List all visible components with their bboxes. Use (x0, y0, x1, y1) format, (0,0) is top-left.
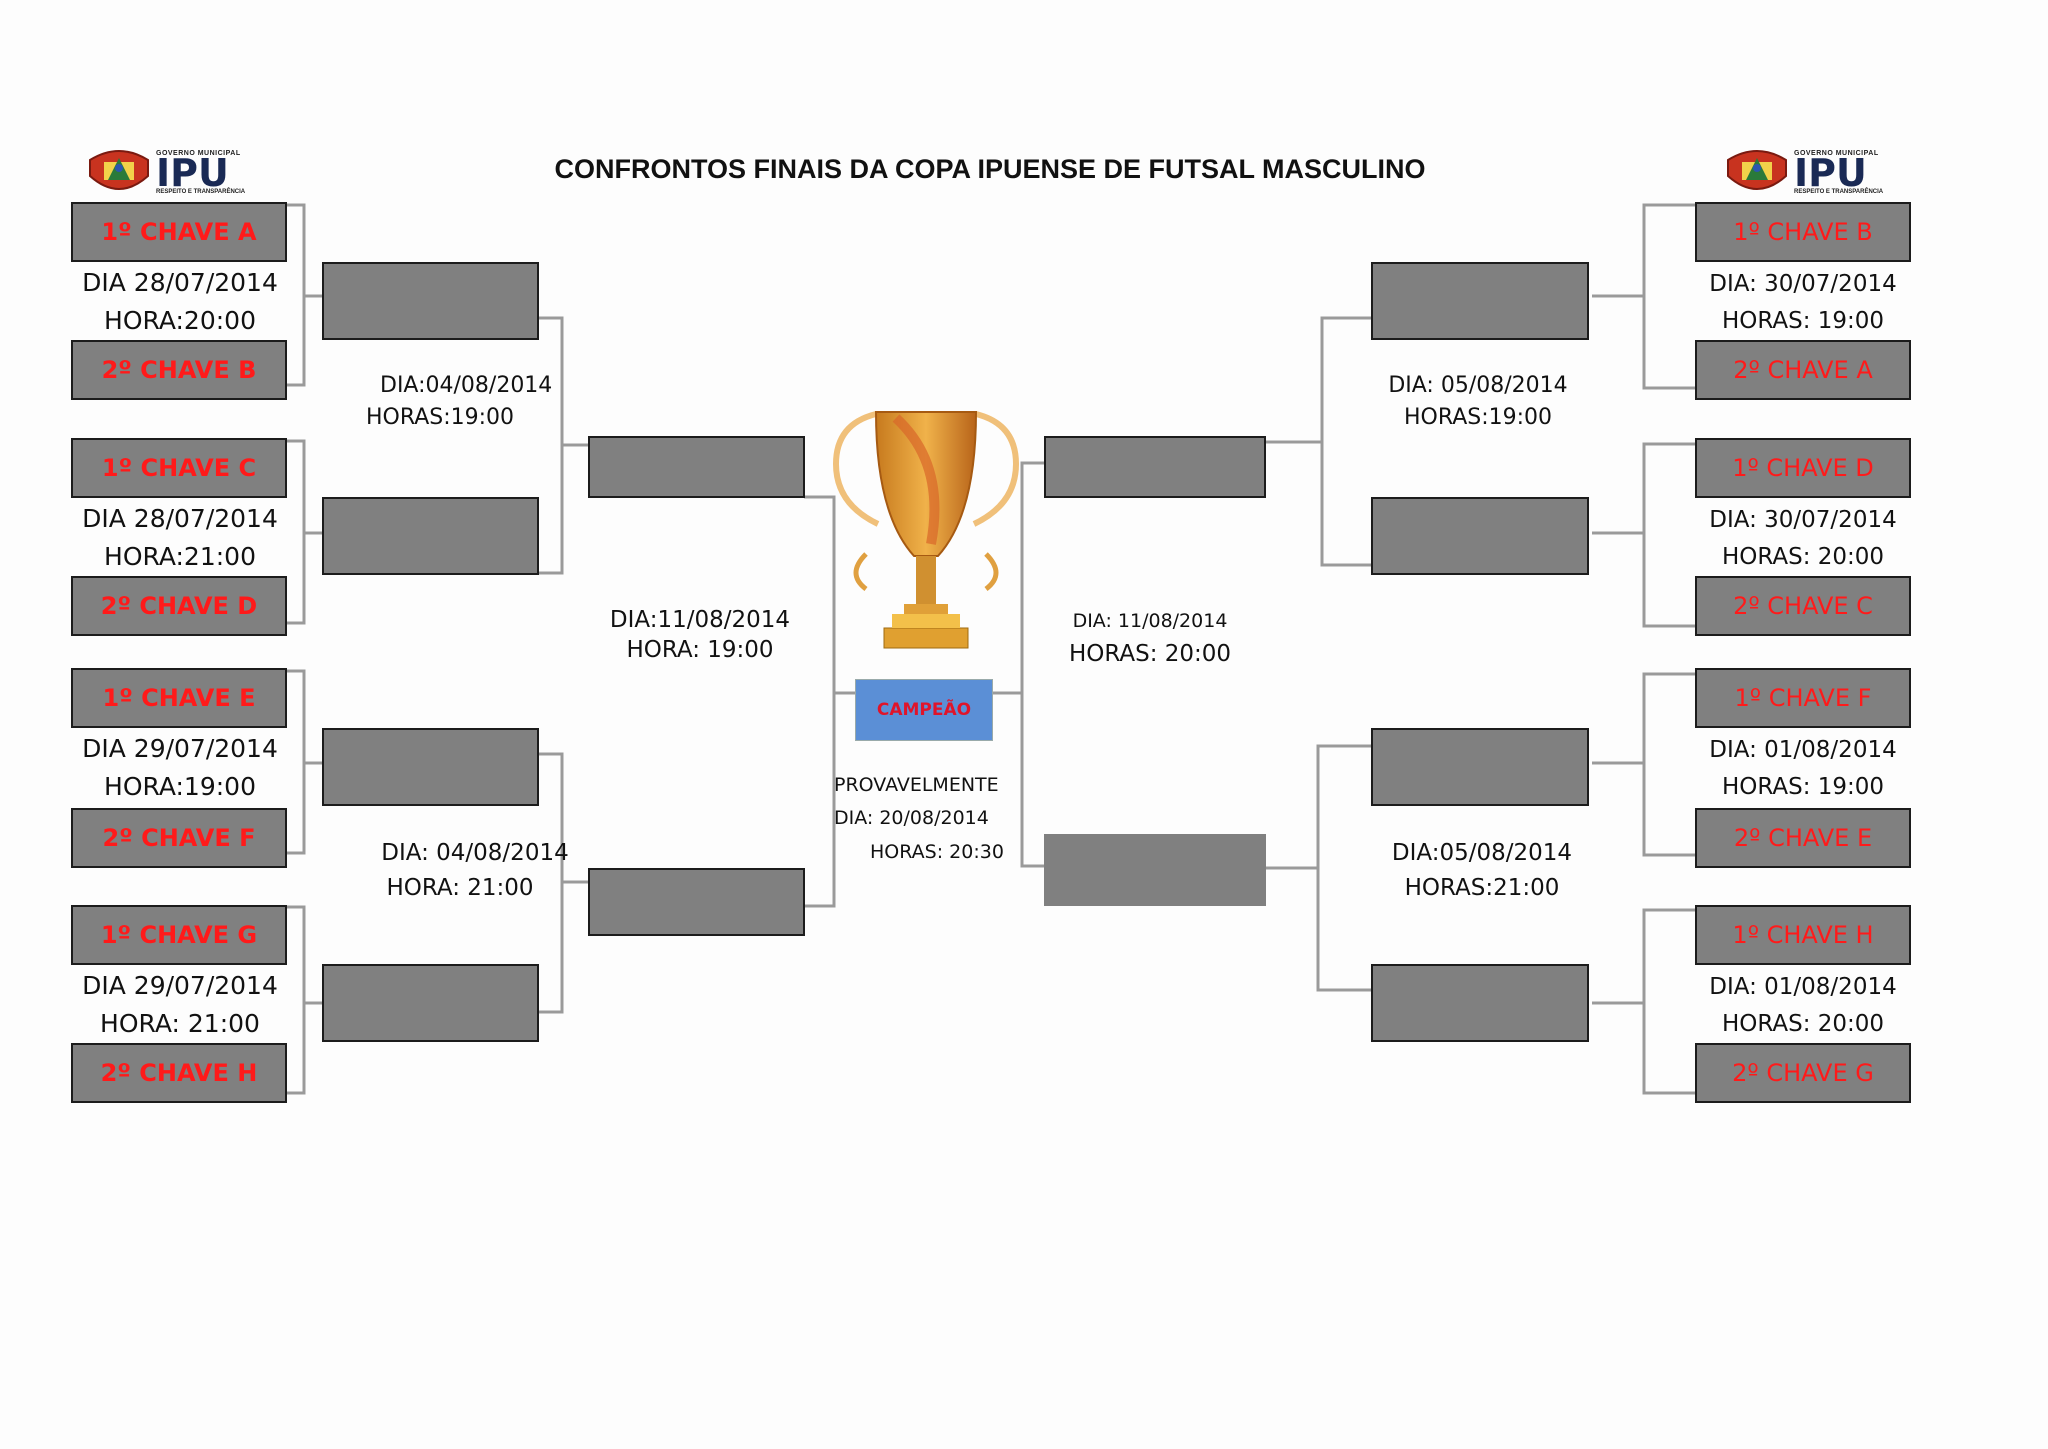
team-slot-left-1-b: 2º CHAVE B (71, 340, 287, 400)
quarter-slot-right-3 (1371, 728, 1589, 806)
match-date: DIA 29/07/2014 (82, 734, 278, 763)
quarter-slot-left-2 (322, 497, 539, 575)
match-time: HORA:20:00 (104, 305, 256, 335)
team-slot-right-3-a: 1º CHAVE F (1695, 668, 1911, 728)
team-slot-right-3-b: 2º CHAVE E (1695, 808, 1911, 868)
logo-right: GOVERNO MUNICIPAL IPU RESPEITO E TRANSPA… (1724, 146, 1883, 198)
coat-of-arms-icon (89, 150, 149, 190)
semi-slot-right-1 (1044, 436, 1266, 498)
semi-slot-left-1 (588, 436, 805, 498)
semi-slot-right-2 (1044, 834, 1266, 906)
semi-info-left: DIA:11/08/2014 HORA: 19:00 (590, 606, 810, 666)
match-date: DIA 28/07/2014 (82, 504, 278, 533)
semi-slot-left-2 (588, 868, 805, 936)
match-date: DIA: 11/08/2014 (1072, 610, 1228, 632)
quarter-slot-left-1 (322, 262, 539, 340)
team-slot-right-2-b: 2º CHAVE C (1695, 576, 1911, 636)
logo-name-text: IPU (156, 150, 229, 195)
match-date: DIA: 01/08/2014 (1709, 737, 1897, 763)
team-slot-right-4-a: 1º CHAVE H (1695, 905, 1911, 965)
match-date: DIA:11/08/2014 (609, 607, 791, 633)
champion-box: CAMPEÃO (855, 679, 993, 741)
team-slot-right-1-a: 1º CHAVE B (1695, 202, 1911, 262)
match-date: DIA: 01/08/2014 (1709, 974, 1897, 1000)
quarter-info-right-bottom: DIA:05/08/2014 HORAS:21:00 (1372, 836, 1592, 905)
trophy-icon (832, 411, 1020, 649)
team-slot-left-4-b: 2º CHAVE H (71, 1043, 287, 1103)
match-date: DIA: 30/07/2014 (1709, 507, 1897, 533)
quarter-slot-right-2 (1371, 497, 1589, 575)
match-time: HORAS: 20:00 (1068, 641, 1232, 668)
logo-gov-text: GOVERNO MUNICIPAL (156, 149, 241, 157)
match-date: DIA 28/07/2014 (82, 268, 278, 297)
logo-left: GOVERNO MUNICIPAL IPU RESPEITO E TRANSPA… (86, 146, 245, 198)
semi-info-right: DIA: 11/08/2014 HORAS: 20:00 (1050, 606, 1250, 673)
team-slot-left-2-a: 1º CHAVE C (71, 438, 287, 498)
quarter-slot-left-3 (322, 728, 539, 806)
logo-name-text: IPU (1794, 150, 1867, 195)
logo-slogan-text: RESPEITO E TRANSPARÊNCIA (1794, 188, 1884, 195)
match-info-right-2: DIA: 30/07/2014 HORAS: 20:00 (1690, 502, 1916, 576)
final-date: DIA: 20/08/2014 (834, 807, 989, 830)
match-time: HORAS:19:00 (1403, 404, 1553, 430)
quarter-info-left-top: DIA:04/08/2014 HORAS:19:00 (340, 370, 553, 434)
team-slot-left-3-b: 2º CHAVE F (71, 808, 287, 868)
match-date: DIA:05/08/2014 (1391, 840, 1573, 866)
match-date: DIA: 05/08/2014 (1388, 373, 1568, 398)
match-info-left-3: DIA 29/07/2014 HORA:19:00 (70, 730, 290, 805)
team-slot-left-4-a: 1º CHAVE G (71, 905, 287, 965)
match-info-left-4: DIA 29/07/2014 HORA: 21:00 (70, 967, 290, 1042)
match-time: HORAS: 19:00 (1721, 773, 1885, 800)
final-note: PROVAVELMENTE (834, 774, 999, 796)
team-slot-left-3-a: 1º CHAVE E (71, 668, 287, 728)
final-info: PROVAVELMENTE DIA: 20/08/2014 HORAS: 20:… (834, 769, 1024, 869)
match-time: HORA: 19:00 (626, 636, 774, 663)
match-time: HORAS: 19:00 (1721, 307, 1885, 334)
quarter-info-right-top: DIA: 05/08/2014 HORAS:19:00 (1368, 370, 1588, 434)
match-info-left-1: DIA 28/07/2014 HORA:20:00 (70, 264, 290, 339)
quarter-info-left-bottom: DIA: 04/08/2014 HORA: 21:00 (345, 836, 575, 905)
match-date: DIA:04/08/2014 (380, 373, 553, 398)
final-time: HORAS: 20:30 (870, 840, 1004, 863)
match-time: HORAS:21:00 (1404, 874, 1560, 901)
quarter-slot-left-4 (322, 964, 539, 1042)
match-info-right-4: DIA: 01/08/2014 HORAS: 20:00 (1690, 969, 1916, 1043)
match-info-right-3: DIA: 01/08/2014 HORAS: 19:00 (1690, 732, 1916, 806)
coat-of-arms-icon (1727, 150, 1787, 190)
match-time: HORA:21:00 (104, 541, 256, 571)
match-time: HORAS: 20:00 (1721, 543, 1885, 570)
match-time: HORA:19:00 (104, 771, 256, 801)
match-info-right-1: DIA: 30/07/2014 HORAS: 19:00 (1690, 266, 1916, 340)
page-title: CONFRONTOS FINAIS DA COPA IPUENSE DE FUT… (554, 154, 1426, 184)
match-time: HORAS: 20:00 (1721, 1010, 1885, 1037)
match-date: DIA: 04/08/2014 (381, 840, 569, 866)
logo-gov-text: GOVERNO MUNICIPAL (1794, 149, 1879, 157)
match-time: HORA: 21:00 (100, 1008, 260, 1038)
match-info-left-2: DIA 28/07/2014 HORA:21:00 (70, 500, 290, 575)
match-date: DIA: 30/07/2014 (1709, 271, 1897, 297)
match-time: HORA: 21:00 (386, 874, 534, 901)
team-slot-right-1-b: 2º CHAVE A (1695, 340, 1911, 400)
logo-slogan-text: RESPEITO E TRANSPARÊNCIA (156, 188, 246, 195)
quarter-slot-right-1 (1371, 262, 1589, 340)
quarter-slot-right-4 (1371, 964, 1589, 1042)
team-slot-right-2-a: 1º CHAVE D (1695, 438, 1911, 498)
team-slot-left-1-a: 1º CHAVE A (71, 202, 287, 262)
team-slot-left-2-b: 2º CHAVE D (71, 576, 287, 636)
team-slot-right-4-b: 2º CHAVE G (1695, 1043, 1911, 1103)
match-time: HORAS:19:00 (365, 404, 515, 430)
match-date: DIA 29/07/2014 (82, 971, 278, 1000)
